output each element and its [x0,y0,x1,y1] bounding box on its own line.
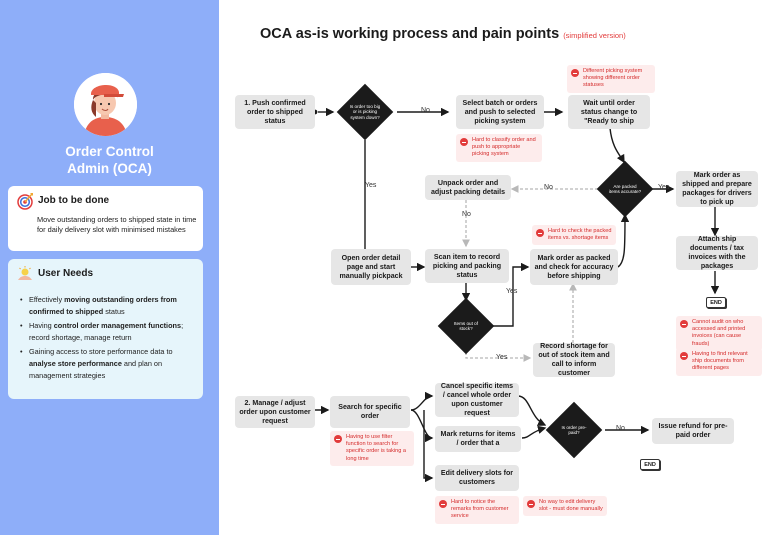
step-edit-delivery: Edit delivery slots for customers [435,465,519,491]
pain-point: No way to edit delivery slot - must done… [523,496,607,517]
pain-text: Hard to classify order and push to appro… [472,137,536,158]
step-manage-order: 2. Manage / adjust order upon customer r… [235,396,315,428]
label-yes: Yes [658,184,670,191]
job-card: Job to be done Move outstanding orders t… [8,186,203,251]
diagram-title: OCA as-is working process and pain point… [260,26,720,42]
pain-minus-icon [571,69,579,77]
pain-minus-icon [439,500,447,508]
step-wait-ready: Wait until order status change to "Ready… [568,95,650,129]
step-unpack-order: Unpack order and adjust packing details [425,175,511,200]
label-yes: No [616,425,625,432]
decision-text: Is order too big or is picking system do… [349,103,381,120]
pain-point: Hard to check the packed items vs. short… [532,225,616,246]
pain-text: Hard to notice the remarks from customer… [451,499,509,520]
pain-point: Hard to classify order and push to appro… [456,134,542,162]
job-heading: Job to be done [38,195,110,206]
needs-heading: User Needs [38,268,94,279]
label-yes: Yes [365,182,377,189]
needs-item: Having control order management function… [20,320,200,345]
decision-prepaid: Is order pre-paid? [545,401,603,459]
step-mark-shipped: Mark order as shipped and prepare packag… [676,171,758,207]
label-yes: Yes [496,354,508,361]
diagram-subtitle: (simplified version) [563,31,626,40]
step-open-order: Open order detail page and start manuall… [331,249,411,285]
pain-minus-icon [460,138,468,146]
label-no: No [462,211,471,218]
step-scan-item: Scan item to record picking and packing … [425,249,509,283]
pain-minus-icon [680,352,688,360]
diagram-title-text: OCA as-is working process and pain point… [260,26,560,42]
step-attach-docs: Attach ship documents / tax invoices wit… [676,235,758,270]
needs-item: Effectively moving outstanding orders fr… [20,294,200,319]
pain-point: Hard to notice the remarks from customer… [435,496,519,524]
decision-text: Items out of stock? [453,320,478,332]
decision-packed-accurate: Are packed items accurate? [596,160,654,218]
label-yes: Yes [506,288,518,295]
end-marker: END [640,459,660,470]
pain-text: Different picking system showing differe… [583,68,643,89]
lightbulb-icon [16,265,34,283]
decision-text: Is order pre-paid? [561,424,587,436]
step-mark-returns: Mark returns for items / order that a [435,426,521,452]
step-search-order: Search for specific order [330,396,410,428]
pain-minus-icon [527,500,535,508]
decision-too-big: Is order too big or is picking system do… [336,83,394,141]
step-push-confirmed: 1. Push confirmed order to shipped statu… [235,95,315,129]
pain-text: Cannot audit on who accessed and printed… [692,319,746,347]
decision-text: Are packed items accurate? [608,183,642,195]
step-issue-refund: Issue refund for pre-paid order [652,418,734,444]
persona-panel: Order Control Admin (OCA) Job to be done… [0,0,219,535]
pain-text: No way to edit delivery slot - must done… [539,499,603,513]
pain-minus-icon [680,320,688,328]
step-select-batch: Select batch or orders and push to selec… [456,95,544,129]
label-no: No [544,184,553,191]
label-no: No [421,107,430,114]
needs-list: Effectively moving outstanding orders fr… [20,294,200,384]
decision-out-of-stock: Items out of stock? [437,297,495,355]
pain-text: Having to use filter function to search … [346,434,407,462]
job-text: Move outstanding orders to shipped state… [37,215,197,234]
pain-text: Having to find relevant ship documents f… [692,351,748,372]
pain-point: Different picking system showing differe… [567,65,655,93]
needs-card: User Needs Effectively moving outstandin… [8,259,203,399]
step-mark-packed: Mark order as packed and check for accur… [530,249,618,285]
pain-text: Hard to check the packed items vs. short… [548,228,612,242]
pain-point: Having to use filter function to search … [330,431,414,466]
persona-title: Order Control Admin (OCA) [0,143,219,177]
needs-item: Gaining access to store performance data… [20,346,200,383]
step-cancel-items: Cancel specific items / cancel whole ord… [435,382,519,417]
pain-point: Cannot audit on who accessed and printed… [676,316,762,351]
end-marker: END [706,297,726,308]
step-record-shortage: Record shortage for out of stock item an… [533,342,615,377]
target-icon [16,192,34,210]
persona-avatar [74,73,137,136]
pain-point: Having to find relevant ship documents f… [676,348,762,376]
persona-title-line2: Admin (OCA) [67,161,152,176]
pain-minus-icon [536,229,544,237]
pain-minus-icon [334,435,342,443]
persona-title-line1: Order Control [65,144,154,159]
